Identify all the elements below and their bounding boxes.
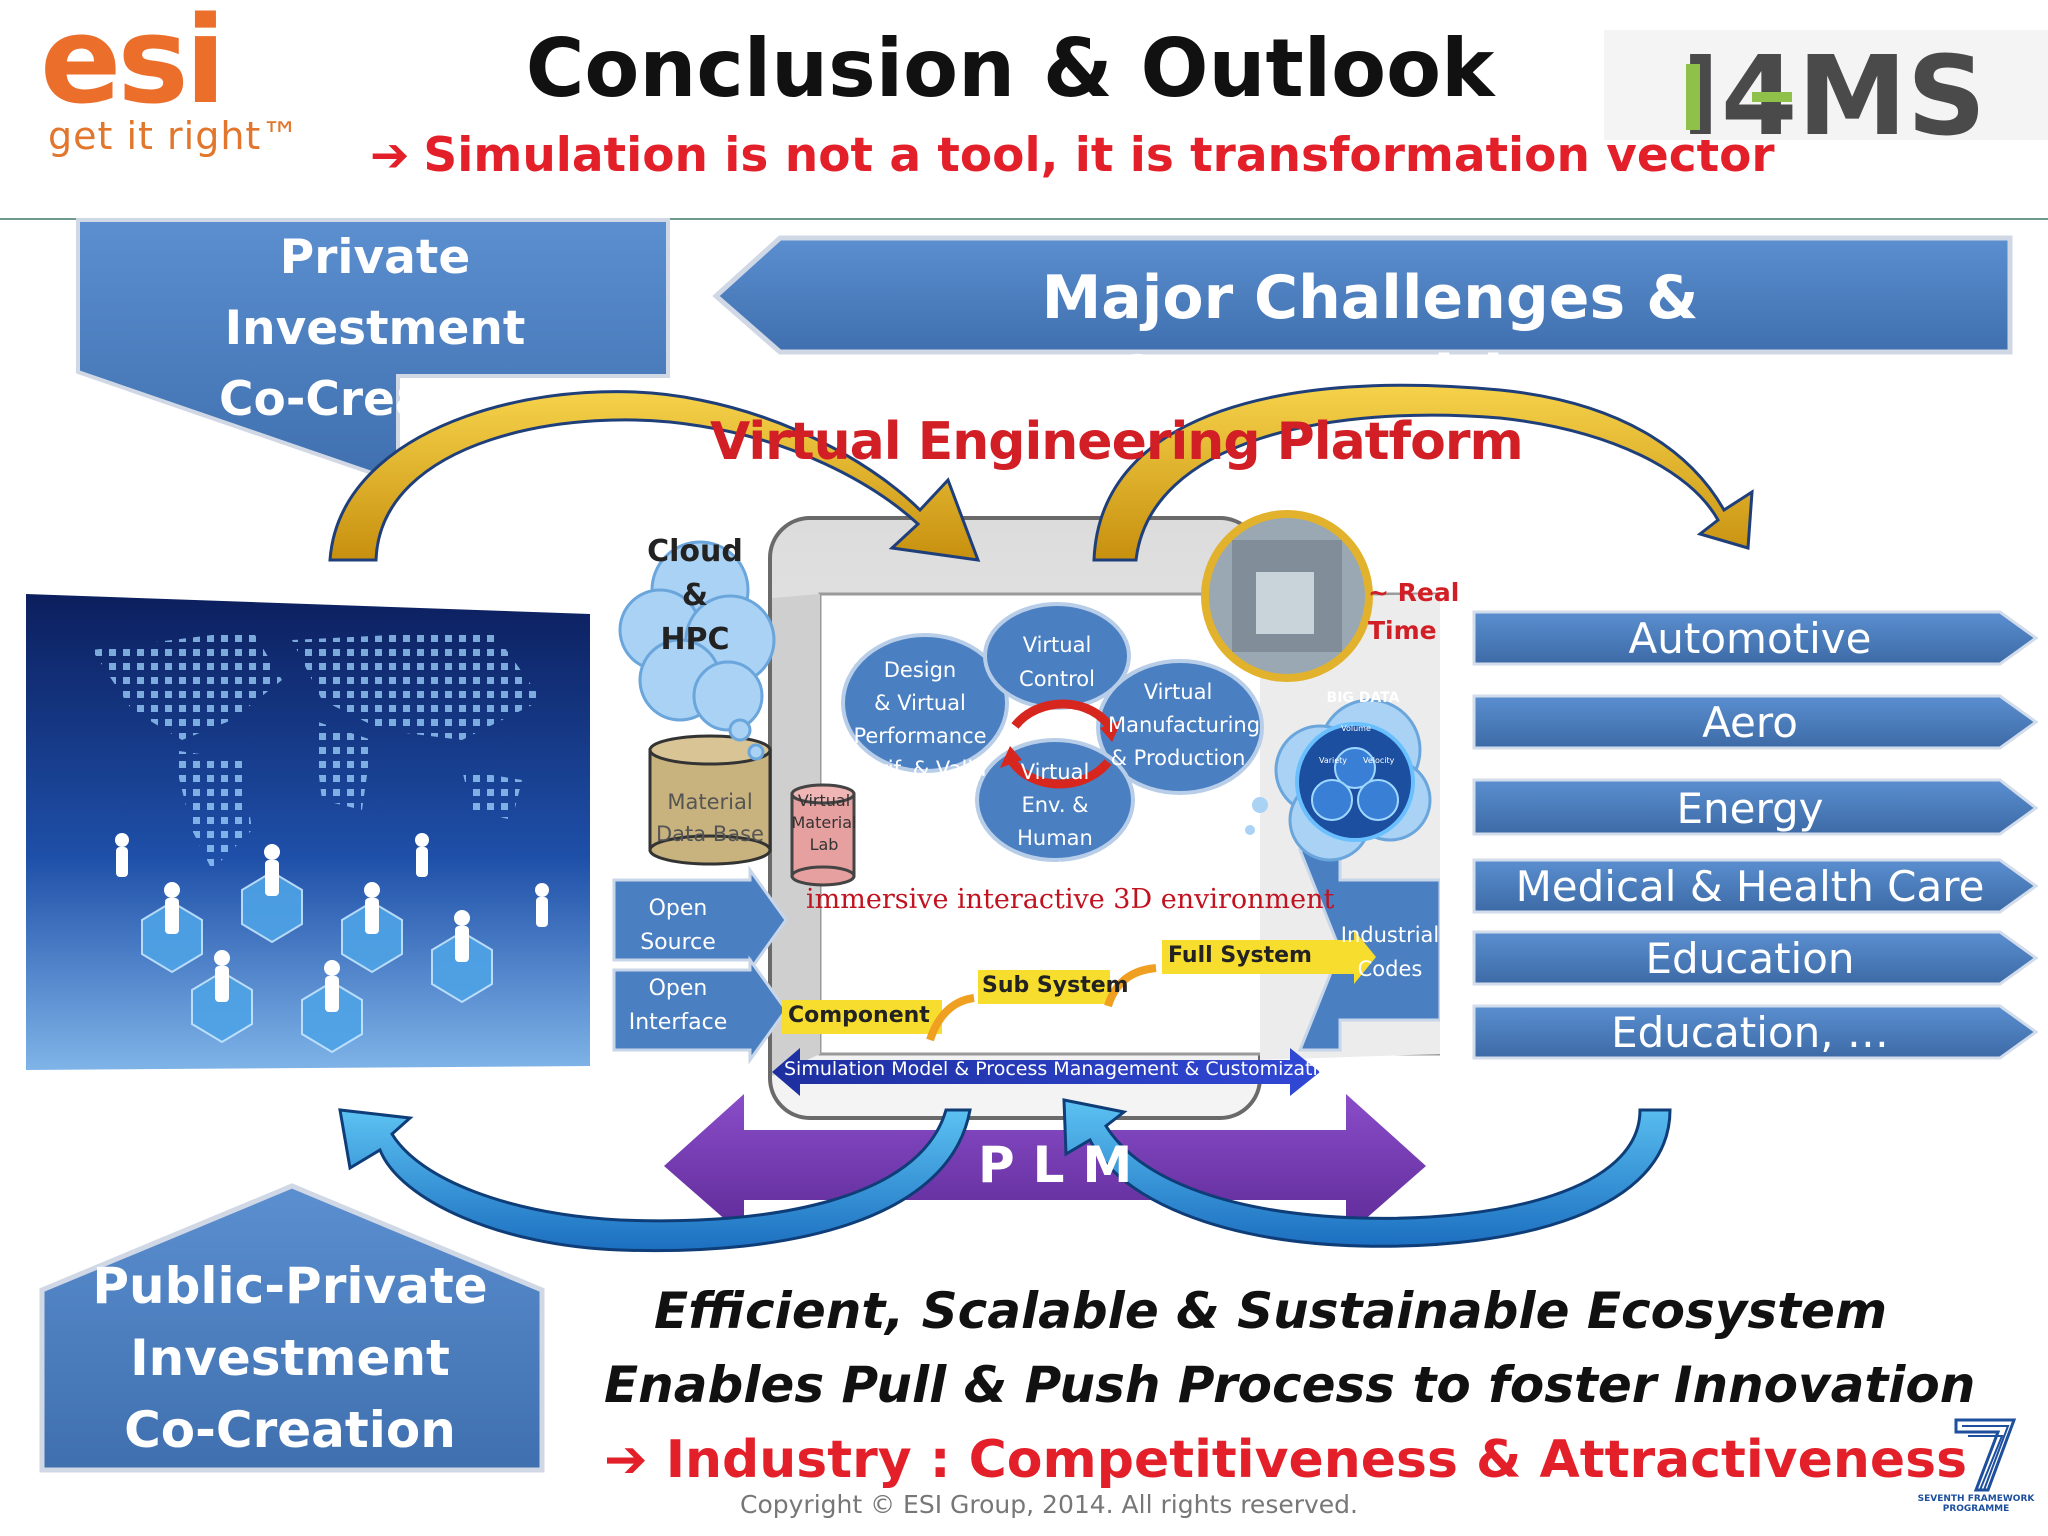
private-line-1: Private bbox=[279, 230, 471, 285]
open-source-label: Open Source bbox=[618, 892, 738, 960]
public-investment-box bbox=[39, 1183, 545, 1473]
sector-education-more[interactable]: Education, … bbox=[1611, 1008, 1889, 1057]
design-line-4: Verif. & Valid bbox=[853, 757, 987, 781]
material-db-line-1: Material bbox=[667, 790, 753, 814]
manufacturing-line-1: Virtual bbox=[1143, 680, 1213, 704]
manufacturing-line-2: Manufacturing bbox=[1108, 713, 1261, 737]
platform-diagram bbox=[612, 510, 1440, 1120]
esi-logo: esi bbox=[40, 10, 226, 120]
page-subtitle: ➔Simulation is not a tool, it is transfo… bbox=[370, 128, 1775, 183]
hpc-label: HPC bbox=[660, 622, 730, 657]
world-network-image bbox=[26, 594, 590, 1070]
vml-line-1: Virtual bbox=[797, 791, 851, 810]
platform-title: Virtual Engineering Platform bbox=[710, 412, 1524, 472]
big-data-variety: Variety bbox=[1318, 756, 1348, 765]
challenges-banner bbox=[712, 235, 2013, 355]
industry-text: Industry : Competitiveness & Attractiven… bbox=[665, 1430, 1968, 1490]
sector-automotive[interactable]: Automotive bbox=[1628, 614, 1872, 663]
big-data-volume: Volume bbox=[1341, 724, 1371, 733]
ecosystem-line: Efficient, Scalable & Sustainable Ecosys… bbox=[654, 1282, 1888, 1340]
ampersand-label: & bbox=[681, 578, 709, 613]
virtual-material-lab-label: Virtual Material Lab bbox=[790, 790, 858, 856]
env-line-1: Virtual bbox=[1020, 760, 1090, 784]
control-bubble-label: Virtual Control bbox=[992, 628, 1122, 696]
pull-push-line: Enables Pull & Push Process to foster In… bbox=[604, 1356, 1976, 1414]
real-time-label: ~ Real Time bbox=[1368, 574, 1459, 650]
vml-line-3: Lab bbox=[809, 835, 839, 854]
control-line-2: Control bbox=[1019, 667, 1095, 691]
svg-text:esi: esi bbox=[40, 10, 222, 120]
challenges-banner-text: Major Challenges & Opportunities ! bbox=[1041, 263, 1699, 413]
open-interface-label: Open Interface bbox=[618, 972, 738, 1040]
real-time-line-1: ~ Real bbox=[1368, 578, 1460, 607]
page-title: Conclusion & Outlook bbox=[525, 22, 1495, 115]
immersive-label: immersive interactive 3D environment bbox=[806, 884, 1335, 915]
open-interface-line-2: Interface bbox=[628, 1010, 728, 1035]
simulation-bar-label: Simulation Model & Process Management & … bbox=[784, 1058, 1342, 1080]
plm-arrow bbox=[664, 1094, 1426, 1236]
big-data-label: BIG DATA bbox=[1326, 690, 1400, 706]
svg-text:I4MS: I4MS bbox=[1680, 38, 1986, 148]
industrial-line-2: Codes bbox=[1357, 957, 1423, 981]
public-line-2: Investment bbox=[130, 1329, 450, 1387]
design-line-3: Performance bbox=[853, 724, 987, 748]
public-line-1: Public-Private bbox=[92, 1257, 488, 1315]
sector-arrows bbox=[1472, 610, 2039, 1060]
private-investment-text: Private Investment Co-Creation bbox=[150, 222, 600, 435]
open-interface-line-1: Open bbox=[648, 976, 708, 1001]
industrial-line-1: Industrial bbox=[1340, 923, 1440, 947]
plm-label: PLM bbox=[978, 1136, 1151, 1194]
fp7-label: SEVENTH FRAMEWORK PROGRAMME bbox=[1912, 1494, 2040, 1514]
cloud-hpc-label: Cloud & HPC bbox=[640, 530, 750, 662]
i4ms-logo-bg bbox=[1604, 30, 2048, 140]
material-database-label: Material Data Base bbox=[650, 786, 770, 850]
big-data-velocity: Velocity bbox=[1363, 756, 1395, 765]
control-line-1: Virtual bbox=[1022, 633, 1092, 657]
private-line-2: Investment bbox=[224, 301, 526, 356]
sector-energy[interactable]: Energy bbox=[1676, 784, 1824, 833]
component-label: Component bbox=[788, 1003, 930, 1028]
open-source-line-2: Source bbox=[640, 930, 716, 955]
public-line-3: Co-Creation bbox=[124, 1401, 456, 1459]
manufacturing-bubble-label: Virtual Manufacturing & Production bbox=[1108, 676, 1261, 775]
design-line-1: Design bbox=[883, 658, 957, 682]
sector-aero[interactable]: Aero bbox=[1702, 698, 1798, 747]
private-line-3: Co-Creation bbox=[219, 372, 531, 427]
design-bubble-label: Design & Virtual Performance Verif. & Va… bbox=[850, 654, 990, 786]
i4ms-logo: I4MS bbox=[1680, 38, 1986, 148]
fp7-line-1: SEVENTH FRAMEWORK bbox=[1917, 1494, 2035, 1504]
open-source-line-1: Open bbox=[648, 896, 708, 921]
design-line-2: & Virtual bbox=[874, 691, 966, 715]
manufacturing-line-3: & Production bbox=[1110, 746, 1246, 770]
env-line-3: Experience bbox=[996, 859, 1114, 883]
fp7-line-2: PROGRAMME bbox=[1942, 1504, 2010, 1514]
material-db-line-2: Data Base bbox=[656, 822, 764, 846]
full-system-label: Full System bbox=[1168, 943, 1312, 968]
industry-line: ➔ Industry : Competitiveness & Attractiv… bbox=[604, 1430, 1967, 1490]
esi-tagline: get it right™ bbox=[48, 114, 301, 158]
arrow-right-icon: ➔ bbox=[370, 128, 410, 183]
sector-medical[interactable]: Medical & Health Care bbox=[1515, 862, 1985, 911]
sector-education[interactable]: Education bbox=[1645, 934, 1855, 983]
vml-line-2: Material bbox=[791, 813, 857, 832]
environment-bubble-label: Virtual Env. & Human Experience bbox=[985, 756, 1125, 888]
industrial-codes-label: Industrial Codes bbox=[1340, 918, 1440, 986]
fp7-logo bbox=[1954, 1418, 2017, 1492]
header-divider bbox=[0, 218, 2048, 220]
arrow-right-icon: ➔ bbox=[604, 1430, 648, 1490]
copyright: Copyright © ESI Group, 2014. All rights … bbox=[740, 1490, 1358, 1519]
subtitle-text: Simulation is not a tool, it is transfor… bbox=[423, 128, 1775, 183]
private-investment-box bbox=[76, 218, 670, 485]
sub-system-label: Sub System bbox=[982, 973, 1129, 998]
real-time-line-2: Time bbox=[1368, 616, 1437, 645]
cloud-label: Cloud bbox=[647, 534, 743, 569]
env-line-2: Env. & Human bbox=[1017, 793, 1093, 850]
public-investment-text: Public-Private Investment Co-Creation bbox=[60, 1250, 520, 1466]
